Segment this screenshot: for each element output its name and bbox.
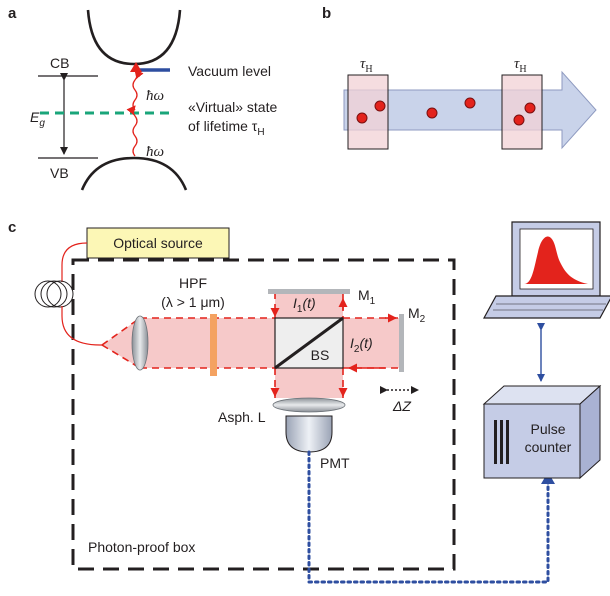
photon-lower-wave xyxy=(126,105,138,157)
photon-dot xyxy=(426,107,438,119)
i2-label: I2(t) xyxy=(350,335,373,355)
histogram-shape xyxy=(524,236,588,284)
signal-cable xyxy=(307,450,550,584)
pulse-counter-line2: counter xyxy=(525,439,572,455)
vb-label: VB xyxy=(50,165,69,181)
photon-dot xyxy=(356,112,368,124)
optical-source-label: Optical source xyxy=(113,235,203,251)
mirror-m2 xyxy=(399,314,404,372)
aspheric-lens xyxy=(272,397,346,413)
beam xyxy=(102,292,401,398)
mirror-m1-label: M1 xyxy=(358,287,376,307)
valence-band-curve xyxy=(80,156,188,191)
photon-lower-label: ħω xyxy=(146,144,164,160)
aspheric-lens-label: Asph. L xyxy=(218,409,266,425)
window-left xyxy=(347,74,389,150)
i1-label: I1(t) xyxy=(293,295,316,315)
photon-dot xyxy=(464,97,476,109)
fiber-to-lens xyxy=(61,306,128,346)
panel-c-label: c xyxy=(8,219,16,236)
photon-proof-box xyxy=(71,258,456,571)
photon-upper-label: ħω xyxy=(146,88,164,104)
pmt xyxy=(285,415,333,453)
photon-dot xyxy=(374,100,386,112)
photon-proof-box-label: Photon-proof box xyxy=(88,539,195,555)
photon-dot xyxy=(513,114,525,126)
hpf-label: HPF xyxy=(179,275,207,291)
mirror-m2-label: M2 xyxy=(408,305,426,325)
pulse-counter: Pulse counter xyxy=(482,384,602,480)
fiber xyxy=(61,242,88,282)
conduction-band-curve xyxy=(86,9,182,66)
photon-upper-wave xyxy=(132,69,144,111)
hpf-wavelength: (λ > 1 μm) xyxy=(161,294,225,310)
panel-b-label: b xyxy=(322,5,331,22)
beam-splitter-label: BS xyxy=(311,347,330,363)
window-right xyxy=(501,74,543,150)
panel-b: b τH τH xyxy=(322,5,597,150)
tau-left-label: τH xyxy=(360,56,373,75)
beam-arrows xyxy=(270,298,397,397)
panel-a-label: a xyxy=(8,5,17,22)
tau-right-label: τH xyxy=(514,56,527,75)
pmt-label: PMT xyxy=(320,455,350,471)
panel-c: c Photon-proof box Optical source xyxy=(8,219,610,584)
collimating-lens xyxy=(131,315,149,371)
beam-splitter-diagonal xyxy=(274,316,344,370)
hpf-filter xyxy=(210,314,217,376)
vacuum-level-label: Vacuum level xyxy=(188,63,271,79)
bandgap-label: Eg xyxy=(30,109,45,129)
cb-label: CB xyxy=(50,55,69,71)
laptop-keyboard xyxy=(482,295,610,319)
optical-source-box xyxy=(86,227,230,259)
panel-a: a CB VB Eg Vacuum level «Virtual» state … xyxy=(8,5,277,191)
virtual-state-line2: of lifetime τH xyxy=(188,118,265,138)
delta-z-label: ΔZ xyxy=(392,398,411,414)
virtual-state-line1: «Virtual» state xyxy=(188,99,277,115)
mirror-m1 xyxy=(268,289,350,294)
pulse-counter-line1: Pulse xyxy=(530,421,565,437)
fiber-coil xyxy=(34,280,74,308)
photon-dot xyxy=(524,102,536,114)
laptop xyxy=(482,221,610,319)
